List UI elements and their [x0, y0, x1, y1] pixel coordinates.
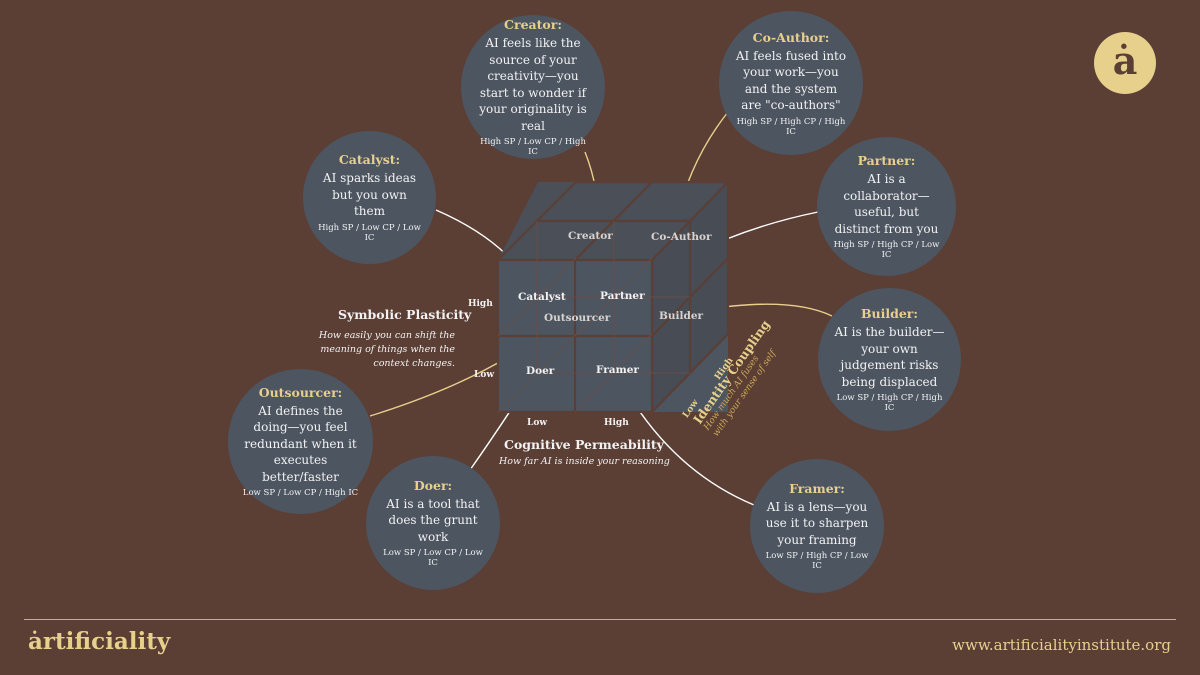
- cp-low-tick: Low: [527, 418, 548, 428]
- bubble-description: AI is a collaborator—useful, but distinc…: [834, 172, 939, 236]
- bubble-code: Low SP / High CP / High IC: [836, 393, 943, 413]
- corner-logo-icon: ȧ: [1094, 32, 1156, 94]
- bubble-code: Low SP / Low CP / Low IC: [383, 548, 483, 569]
- cp-high-tick: High: [604, 418, 629, 428]
- sp-axis-subtitle: How easily you can shift the meaning of …: [318, 330, 455, 369]
- cube-label-partner: Partner: [600, 290, 645, 302]
- bubble-title: Outsourcer:: [258, 384, 343, 400]
- bubble-description: AI is a tool that does the grunt work: [386, 496, 480, 544]
- bubble-title: Creator:: [504, 17, 562, 32]
- cp-axis-title: Cognitive Permeability: [504, 437, 664, 452]
- sp-low-tick: Low: [474, 370, 495, 380]
- bubble-outsourcer: Outsourcer: AI defines the doing—you fee…: [228, 369, 373, 514]
- footer-divider: [24, 619, 1176, 620]
- bubble-title: Co-Author:: [752, 29, 830, 45]
- sp-high-tick: High: [468, 299, 493, 309]
- cube-label-coauthor: Co-Author: [651, 231, 712, 243]
- bubble-builder: Builder: AI is the builder—your own judg…: [818, 288, 961, 431]
- bubble-description: AI defines the doing—you feel redundant …: [244, 403, 357, 484]
- footer-logo: ȧrtificiality: [28, 628, 171, 655]
- bubble-creator: Creator: AI feels like the source of you…: [461, 15, 605, 159]
- bubble-coauthor: Co-Author: AI feels fused into your work…: [719, 11, 863, 155]
- bubble-code: High SP / High CP / High IC: [736, 116, 846, 137]
- cube: [496, 180, 730, 414]
- bubble-description: AI sparks ideas but you own them: [322, 171, 417, 219]
- bubble-code: High SP / Low CP / High IC: [480, 137, 586, 157]
- bubble-doer: Doer: AI is a tool that does the grunt w…: [366, 456, 500, 590]
- bubble-description: AI feels like the source of your creativ…: [479, 36, 587, 133]
- bubble-framer: Framer: AI is a lens—you use it to sharp…: [750, 459, 884, 593]
- bubble-description: AI is the builder—your own judgement ris…: [834, 325, 945, 389]
- cube-label-catalyst: Catalyst: [518, 291, 566, 303]
- bubble-description: AI is a lens—you use it to sharpen your …: [765, 499, 869, 547]
- footer-url: www.artificialityinstitute.org: [952, 636, 1171, 654]
- bubble-code: Low SP / Low CP / High IC: [242, 488, 359, 499]
- bubble-code: Low SP / High CP / Low IC: [765, 551, 869, 572]
- bubble-title: Builder:: [860, 306, 919, 321]
- bubble-description: AI feels fused into your work—you and th…: [735, 48, 847, 113]
- sp-axis-title: Symbolic Plasticity: [338, 307, 472, 322]
- cube-label-framer: Framer: [596, 364, 639, 376]
- cube-label-builder: Builder: [659, 310, 704, 322]
- bubble-catalyst: Catalyst: AI sparks ideas but you own th…: [303, 131, 436, 264]
- bubble-title: Framer:: [789, 480, 845, 496]
- cube-label-outsourcer: Outsourcer: [544, 312, 611, 324]
- corner-logo-glyph: ȧ: [1112, 38, 1138, 83]
- bubble-title: Doer:: [413, 477, 453, 493]
- bubble-title: Catalyst:: [338, 152, 401, 168]
- cube-label-creator: Creator: [568, 230, 613, 242]
- bubble-code: High SP / Low CP / Low IC: [318, 222, 421, 243]
- bubble-code: High SP / High CP / Low IC: [833, 240, 940, 260]
- cube-label-doer: Doer: [526, 365, 555, 377]
- bubble-partner: Partner: AI is a collaborator—useful, bu…: [817, 137, 956, 276]
- bubble-title: Partner:: [857, 153, 916, 168]
- cp-axis-subtitle: How far AI is inside your reasoning: [499, 456, 670, 467]
